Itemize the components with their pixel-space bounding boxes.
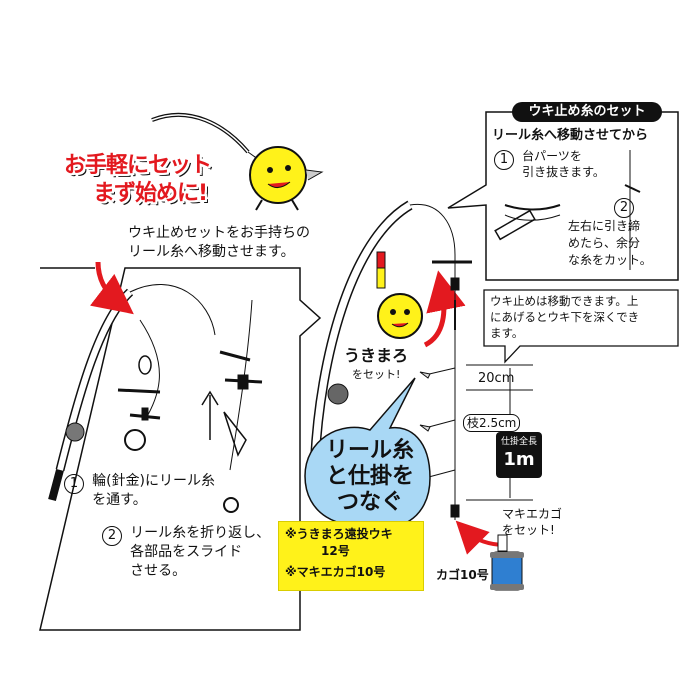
mascot-top [249,146,324,211]
left-rig-2 [201,299,263,513]
float [376,251,423,339]
tr-step2-text: 左右に引き締 めたら、余分 な糸をカット。 [568,219,652,267]
tr-step1-text: 台パーツを 引き抜きます。 [522,149,605,179]
float-note-text: ウキ止めは移動できます。上 にあげるとウキ下を深くでき ます。 [490,294,640,340]
note-line1: ※うきまろ遠投ウキ 12号 [285,527,393,558]
float-action: をセット! [352,368,401,381]
left-panel-frame [39,267,322,631]
tr-step1: 1 台パーツを 引き抜きます。 [494,148,605,180]
step1-number: 1 [64,474,84,494]
tr-step1-number: 1 [494,150,514,170]
rig-total-label: 仕掛全長 [500,437,537,447]
basket-action: マキエカゴ をセット! [502,507,563,537]
note-line2: ※マキエカゴ10号 [285,565,386,579]
rig-spacing-label: 20cm [478,371,515,386]
rig-branch-label: 枝2.5cm [463,414,521,432]
main-rod [310,200,456,461]
slogan-line1: お手軽にセット [64,153,212,178]
left-step2: 2 リール糸を折り返し、 各部品をスライド させる。 [102,524,270,581]
top-right-header: ウキ止め糸のセット [512,102,662,122]
top-right-subtitle: リール糸へ移動させてから [492,128,649,143]
bait-basket-icon [490,534,524,591]
left-red-arrow [89,261,134,315]
step1-text: 輪(針金)にリール糸 を通す。 [92,473,216,508]
float-red-arrow [423,270,466,348]
rig-total-badge: 仕掛全長 1m [496,432,542,478]
bubble-text: リール糸 と仕掛を つなぐ [325,438,414,515]
notes-box: ※うきまろ遠投ウキ 12号 ※マキエカゴ10号 [278,521,424,591]
tr-step2-num-wrap: 2 [614,196,637,218]
left-step1: 1 輪(針金)にリール糸 を通す。 [64,472,215,510]
step2-text: リール糸を折り返し、 各部品をスライド させる。 [130,525,271,579]
tr-step2-number: 2 [614,198,634,218]
left-rig-1 [117,319,161,451]
step2-number: 2 [102,526,122,546]
float-note-frame [483,289,679,364]
rig-total-value: 1m [503,449,535,470]
basket-size: カゴ10号 [436,568,489,582]
slogan-line2: まず始めに! [93,181,208,206]
float-name: うきまろ [344,346,409,365]
left-intro-text: ウキ止めセットをお手持ちの リール糸へ移動させます。 [128,225,310,260]
left-rod [48,284,216,502]
